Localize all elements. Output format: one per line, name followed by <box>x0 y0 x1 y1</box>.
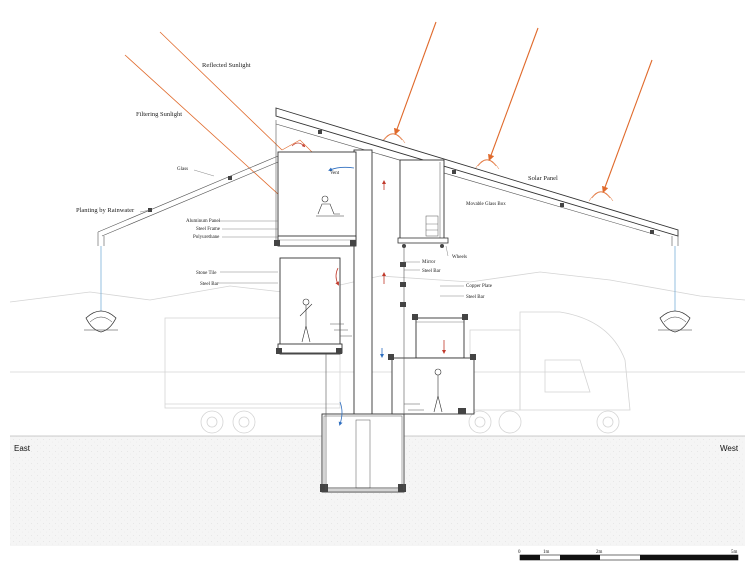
label-wheels: Wheels <box>452 255 467 260</box>
label-polyurethane: Polyurethane <box>193 235 220 240</box>
background-context <box>9 271 746 434</box>
sun-rays-solar <box>380 21 653 202</box>
columns <box>325 246 406 490</box>
label-east: East <box>14 444 31 453</box>
airflow-cool <box>328 166 384 426</box>
label-solar-panel: Solar Panel <box>528 175 558 182</box>
planter-right <box>658 246 692 333</box>
middle-room <box>276 257 352 355</box>
copper-room <box>388 314 476 415</box>
airflow-warm <box>291 142 446 354</box>
scale-bar: 0 1m 2m 5m <box>518 550 739 561</box>
label-mirror: Mirror <box>422 260 436 265</box>
label-steel-frame: Steel Frame <box>196 227 221 232</box>
label-movable-glass-box: Movable Glass Box <box>466 202 506 207</box>
movable-glass-box <box>397 159 449 248</box>
label-west: West <box>720 444 739 453</box>
label-glass: Glass <box>177 167 188 172</box>
label-filtering-sunlight: Filtering Sunlight <box>136 111 182 118</box>
label-steel-bar-3: Steel Bar <box>466 295 485 300</box>
scale-tick-0: 0 <box>518 550 521 555</box>
scale-tick-2: 2m <box>596 550 603 555</box>
label-stone-tile: Stone Tile <box>196 271 217 276</box>
central-shaft <box>320 149 406 493</box>
leaders <box>139 169 464 297</box>
label-copper-plate: Copper Plate <box>466 284 493 289</box>
scale-tick-1: 1m <box>543 550 550 555</box>
label-steel-bar-1: Steel Bar <box>422 269 441 274</box>
upper-room <box>274 151 357 247</box>
label-steel-bar-2: Steel Bar <box>200 282 219 287</box>
label-aluminum-panel: Aluminum Panel <box>186 219 221 224</box>
label-planting-by-rainwater: Planting by Rainwater <box>76 207 135 214</box>
label-reflected-sunlight: Reflected Sunlight <box>202 62 251 69</box>
label-vent: Vent <box>330 171 340 176</box>
scale-tick-3: 5m <box>731 550 738 555</box>
planter-left <box>84 246 118 333</box>
roof <box>97 107 679 246</box>
